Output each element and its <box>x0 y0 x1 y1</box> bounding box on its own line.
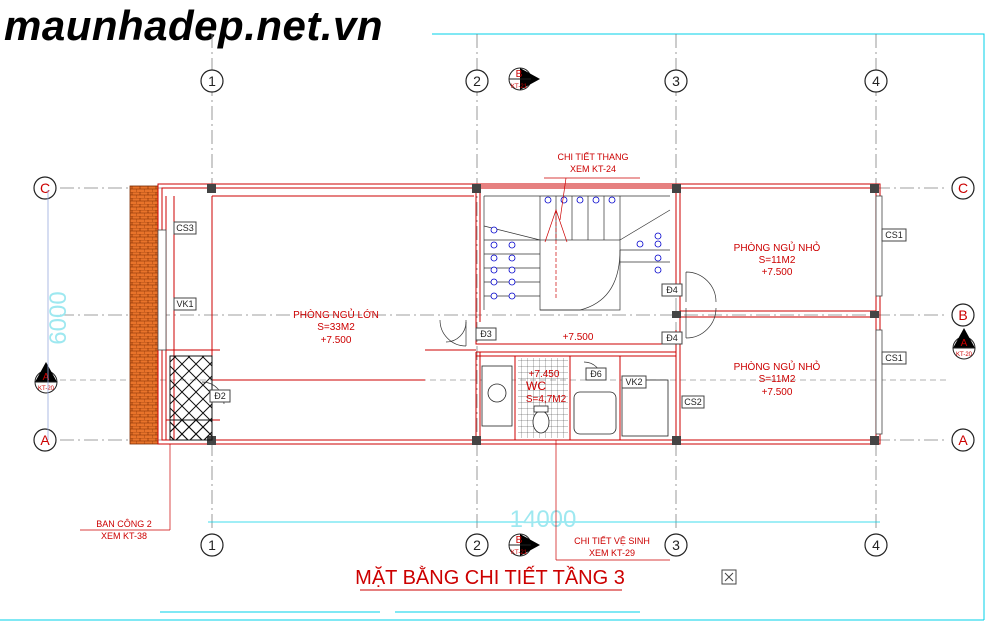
grid-bubbles <box>33 69 975 557</box>
small-room-top-name: PHÒNG NGỦ NHỎ <box>734 241 821 254</box>
master-room-area: S=33M2 <box>317 322 355 333</box>
drawing-frame <box>0 33 985 621</box>
tag-d4-top: Đ4 <box>666 285 678 295</box>
dimension-width: 14000 <box>510 506 577 533</box>
small-room-bottom-name: PHÒNG NGỦ NHỎ <box>734 360 821 373</box>
balcony-callout-line1: BAN CÔNG 2 <box>96 519 152 529</box>
balcony-callout-line2: XEM KT-38 <box>101 531 147 541</box>
bathroom-callout-line2: XEM KT-29 <box>589 548 635 558</box>
tag-cs1-bottom: CS1 <box>885 353 903 363</box>
section-b-bottom-sheet: KT-21 <box>511 550 528 556</box>
tag-vk2: VK2 <box>625 377 642 387</box>
section-marker-b-bottom <box>508 533 540 557</box>
tag-d2: Đ2 <box>214 391 226 401</box>
section-b-top-sheet: KT-21 <box>511 84 528 90</box>
wc-fixtures <box>481 365 669 437</box>
dimension-lines <box>47 190 880 523</box>
small-room-bottom-level: +7.500 <box>762 387 793 398</box>
small-room-top-area: S=11M2 <box>759 255 796 266</box>
grid-row-a-left: A <box>40 432 50 448</box>
master-room-name: PHÒNG NGỦ LỚN <box>293 308 379 321</box>
section-marker-b-top <box>508 67 540 91</box>
watermark: maunhadep.net.vn <box>4 2 384 49</box>
grid-row-b-right: B <box>958 307 967 323</box>
grid-col-1-top: 1 <box>208 73 216 89</box>
drawing-title: MẶT BẰNG CHI TIẾT TẦNG 3 <box>355 565 625 589</box>
brick-wall <box>129 185 159 445</box>
section-a-left-letter: A <box>43 372 50 383</box>
grid-col-4-top: 4 <box>872 73 880 89</box>
grid-col-3-top: 3 <box>672 73 680 89</box>
tag-cs1-top: CS1 <box>885 230 903 240</box>
balcony-lattice-lower <box>169 419 213 441</box>
tag-d4-bottom: Đ4 <box>666 333 678 343</box>
bathroom-callout-line1: CHI TIẾT VỆ SINH <box>574 536 650 546</box>
small-room-bottom-area: S=11M2 <box>759 374 796 385</box>
hall-level: +7.500 <box>563 332 594 343</box>
section-b-bottom-letter: B <box>516 535 523 546</box>
callout-leaders <box>80 177 670 561</box>
wc-level: +7.450 <box>529 369 560 380</box>
grid-col-2-top: 2 <box>473 73 481 89</box>
tag-d3: Đ3 <box>480 329 492 339</box>
tag-d6: Đ6 <box>590 369 602 379</box>
stair-callout-line1: CHI TIẾT THANG <box>557 152 628 162</box>
tag-cs3: CS3 <box>176 223 194 233</box>
stair-callout-line2: XEM KT-24 <box>570 164 616 174</box>
section-a-right-letter: A <box>961 338 968 349</box>
title-symbol-icon <box>721 569 737 585</box>
grid-row-c-left: C <box>40 180 50 196</box>
grid-col-4-bottom: 4 <box>872 537 880 553</box>
staircase <box>483 195 671 311</box>
section-marker-a-left <box>34 362 58 394</box>
windows <box>157 195 883 435</box>
grid-col-3-bottom: 3 <box>672 537 680 553</box>
grid-col-2-bottom: 2 <box>473 537 481 553</box>
dimension-depth: 6000 <box>45 291 72 344</box>
tag-cs2: CS2 <box>684 397 702 407</box>
section-a-left-sheet: KT-20 <box>38 386 55 392</box>
grid-row-a-right: A <box>958 432 968 448</box>
grid-col-1-bottom: 1 <box>208 537 216 553</box>
section-a-right-sheet: KT-20 <box>956 352 973 358</box>
small-room-top-level: +7.500 <box>762 267 793 278</box>
stair-dots <box>490 196 662 300</box>
section-marker-a-right <box>952 328 976 360</box>
wc-name: WC <box>526 379 546 393</box>
section-b-top-letter: B <box>516 69 523 80</box>
tag-vk1: VK1 <box>176 299 193 309</box>
wc-area: S=4,7M2 <box>526 394 567 405</box>
grid-row-c-right: C <box>958 180 968 196</box>
master-room-level: +7.500 <box>321 335 352 346</box>
